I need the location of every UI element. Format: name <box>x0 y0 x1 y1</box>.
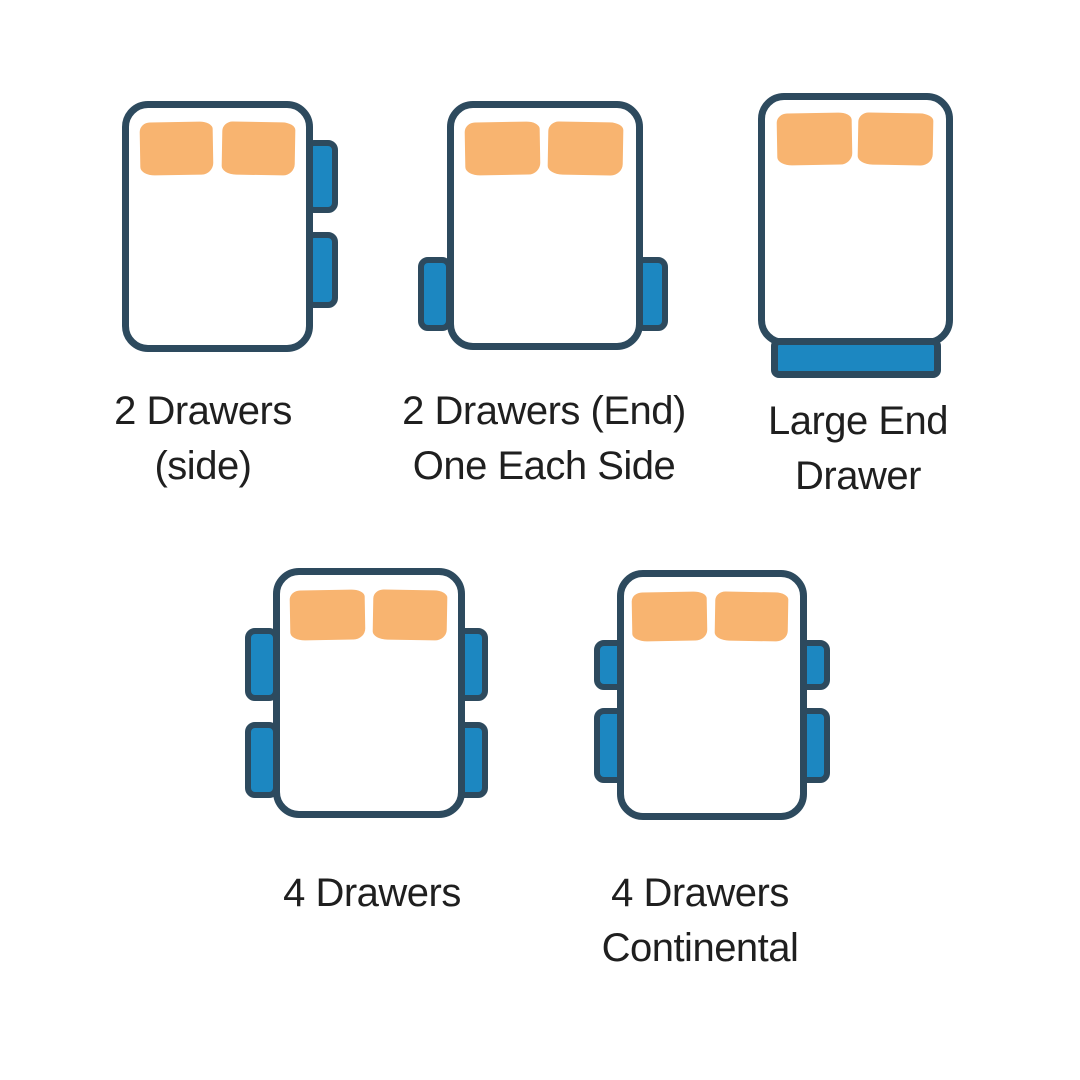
label-line: 2 Drawers <box>114 389 292 433</box>
bed-mattress <box>122 101 313 352</box>
bed-diagram-4-drawers-continental <box>594 570 830 820</box>
pillow-left <box>139 121 214 176</box>
label-line: 2 Drawers (End) <box>402 389 686 433</box>
pillow-right <box>547 121 624 176</box>
pillow-right <box>714 591 789 642</box>
bed-mattress <box>447 101 643 350</box>
label-line: One Each Side <box>412 444 676 488</box>
label-line: (side) <box>154 444 252 488</box>
label-line: Large End <box>767 399 949 443</box>
pillow-left <box>776 112 853 166</box>
label-line: Continental <box>601 926 799 970</box>
bed-mattress <box>617 570 807 820</box>
pillow-left <box>289 589 366 641</box>
bed-diagram-large-end-drawer <box>758 93 953 378</box>
label-4-drawers: 4 Drawers <box>192 866 552 976</box>
pillow-right <box>857 112 934 166</box>
label-line: Drawer <box>795 454 921 498</box>
pillow-right <box>221 121 296 176</box>
label-line <box>192 921 552 976</box>
label-large-end-drawer: Large End Drawer <box>678 394 1038 504</box>
label-2-drawers-end: 2 Drawers (End) One Each Side <box>364 384 724 494</box>
label-line: 4 Drawers <box>283 871 461 915</box>
label-line: 4 Drawers <box>611 871 789 915</box>
bed-mattress <box>273 568 465 818</box>
bed-mattress <box>758 93 953 346</box>
label-4-drawers-continental: 4 Drawers Continental <box>520 866 880 976</box>
pillow-right <box>372 589 448 641</box>
bed-diagram-2-drawers-end <box>418 101 668 351</box>
pillow-left <box>631 591 708 642</box>
label-2-drawers-side: 2 Drawers (side) <box>23 384 383 494</box>
large-end-drawer <box>771 338 941 378</box>
bed-diagram-4-drawers <box>245 568 488 818</box>
pillow-left <box>464 121 541 176</box>
bed-diagram-2-drawers-side <box>122 101 338 353</box>
